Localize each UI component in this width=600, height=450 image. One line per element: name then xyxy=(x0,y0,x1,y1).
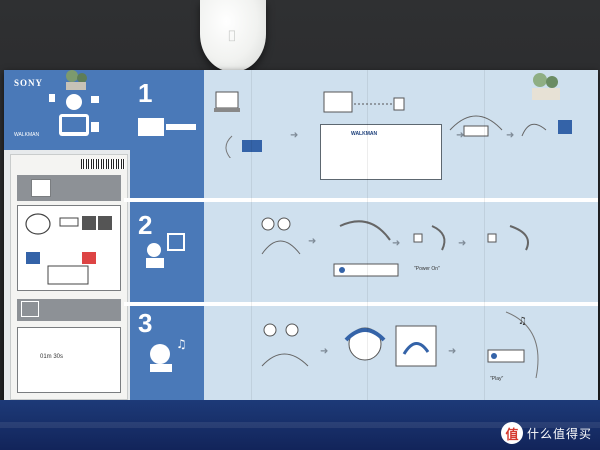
computer-to-device-icon xyxy=(323,91,405,113)
brand-logo: SONY xyxy=(14,78,44,88)
instruction-poster: SONY WALKMAN xyxy=(4,70,598,403)
person-with-laptop-icon xyxy=(49,94,99,136)
arrow-right-icon: ➜ xyxy=(392,238,401,249)
apple-logo-icon:  xyxy=(226,28,238,42)
arrow-right-icon: ➜ xyxy=(308,236,317,247)
step-number-3: 3 xyxy=(138,308,153,338)
office-chair xyxy=(0,400,600,450)
earbud-icon xyxy=(487,225,529,251)
quick-start-sheet: 01m 30s xyxy=(10,154,128,400)
charge-icon xyxy=(21,301,39,317)
figurine-toy xyxy=(532,73,560,100)
headphones-icon xyxy=(261,217,301,255)
svg-text:♫: ♫ xyxy=(176,337,187,351)
music-note-icon: ♫ xyxy=(150,337,187,372)
step-number-1: 1 xyxy=(138,78,153,108)
power-button-icon xyxy=(333,220,399,277)
step1-computer-icon xyxy=(214,88,264,163)
ear-closeup-icon xyxy=(395,325,437,367)
sheet-section-2 xyxy=(17,205,121,291)
charge-timer: 01m 30s xyxy=(40,354,64,360)
laptop-icon xyxy=(138,118,196,136)
step-number-2: 2 xyxy=(138,210,153,240)
sheet-section-4: 01m 30s xyxy=(17,327,121,393)
person-icon xyxy=(31,179,51,197)
fold-line xyxy=(367,70,368,403)
fold-line xyxy=(251,70,252,403)
headphones-icon xyxy=(261,323,309,367)
steps-content: ➜ WALKMAN ➜ ➜ xyxy=(124,70,598,403)
figurine-toy xyxy=(66,70,87,90)
play-button-icon: ♫ xyxy=(487,311,539,379)
watermark-badge-icon: 值 xyxy=(500,422,523,444)
chair-seam xyxy=(0,422,600,428)
walkman-logo: WALKMAN xyxy=(14,132,40,138)
row-divider xyxy=(124,198,598,202)
walkman-software-window: WALKMAN xyxy=(320,124,442,180)
arrow-right-icon: ➜ xyxy=(506,130,515,141)
headphones-icon xyxy=(449,115,503,137)
arrow-right-icon: ➜ xyxy=(320,346,329,357)
arrow-right-icon: ➜ xyxy=(448,346,457,357)
svg-text:♫: ♫ xyxy=(518,316,527,327)
arrow-right-icon: ➜ xyxy=(290,130,299,141)
site-watermark: 值 什么值得买 xyxy=(500,422,592,444)
play-caption: "Play" xyxy=(490,376,504,382)
earbud-icon xyxy=(413,225,446,251)
steps-column: 1 2 3 ♫ xyxy=(130,70,204,403)
arrow-right-icon: ➜ xyxy=(456,130,465,141)
sheet-section-3 xyxy=(17,299,121,321)
magic-mouse:  xyxy=(200,0,266,72)
head-with-headphones-icon xyxy=(344,327,386,361)
barcode xyxy=(81,159,125,169)
window-title: WALKMAN xyxy=(351,131,378,137)
power-icon xyxy=(146,233,185,268)
fold-line xyxy=(484,70,485,403)
row-divider xyxy=(124,302,598,306)
device-charging-icon xyxy=(521,120,572,137)
watermark-text: 什么值得买 xyxy=(526,426,592,441)
power-on-caption: "Power On" xyxy=(414,266,440,272)
headphones-icon xyxy=(25,213,112,285)
arrow-right-icon: ➜ xyxy=(458,238,467,249)
